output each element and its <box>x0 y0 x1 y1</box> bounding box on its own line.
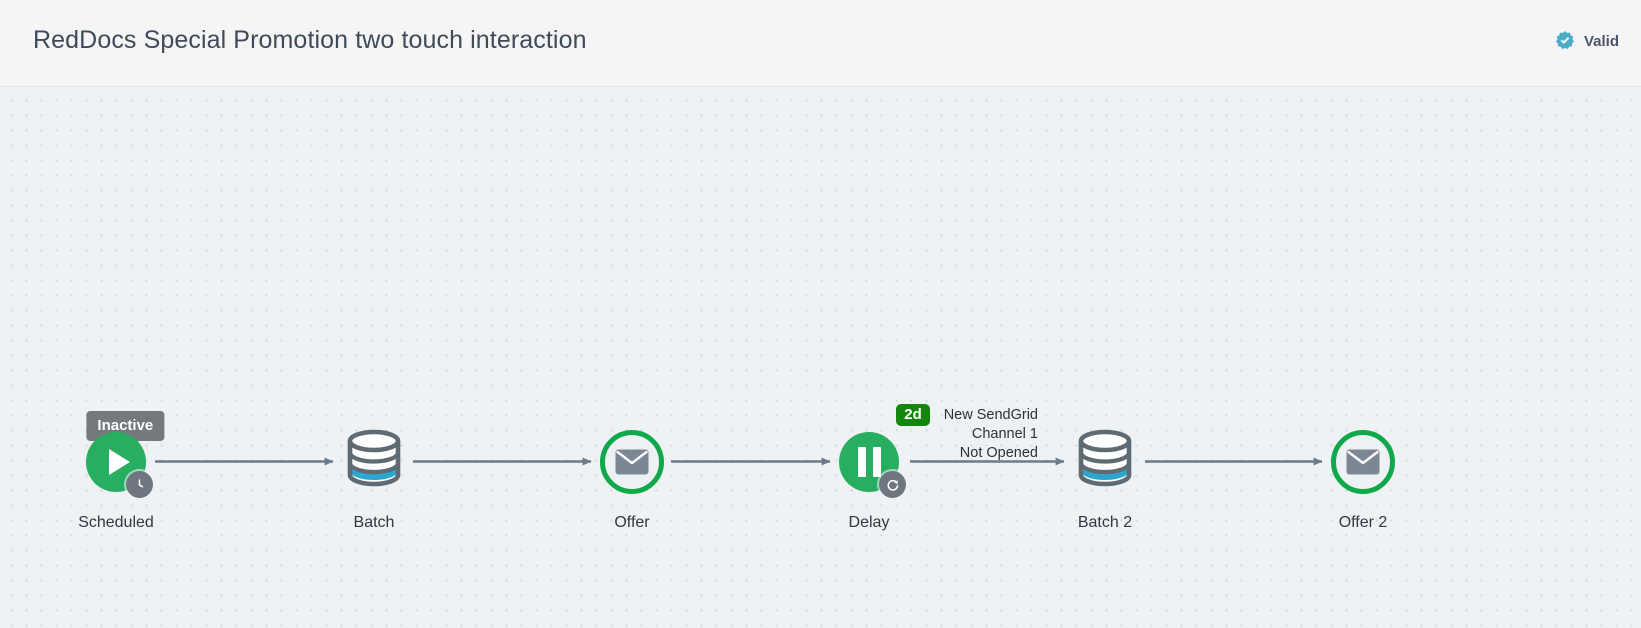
header-bar: RedDocs Special Promotion two touch inte… <box>0 0 1641 87</box>
verified-badge-icon <box>1554 30 1576 52</box>
node-scheduled-label: Scheduled <box>78 514 154 531</box>
node-delay[interactable]: 2d Delay <box>789 404 949 532</box>
clock-icon <box>126 471 153 498</box>
node-batch-2-icon-wrap[interactable] <box>1070 427 1140 497</box>
node-batch-icon-wrap[interactable] <box>339 427 409 497</box>
validity-label: Valid <box>1583 32 1619 50</box>
node-batch[interactable]: Batch <box>294 427 454 532</box>
edge-layer <box>155 457 1323 466</box>
node-batch-label: Batch <box>353 514 395 531</box>
envelope-icon <box>1346 449 1380 475</box>
node-batch-2[interactable]: Batch 2 <box>1025 427 1185 532</box>
node-offer[interactable]: Offer <box>552 427 712 532</box>
edge-label-delay-batch2: New SendGrid Channel 1 Not Opened <box>944 406 1038 463</box>
pause-icon <box>839 432 899 492</box>
node-offer-2-icon-wrap[interactable] <box>1328 427 1398 497</box>
node-offer-icon-wrap[interactable] <box>597 427 667 497</box>
node-batch-2-label: Batch 2 <box>1077 514 1133 531</box>
flow-canvas[interactable]: New SendGrid Channel 1 Not Opened Inacti… <box>0 87 1641 628</box>
node-delay-label: Delay <box>848 514 890 531</box>
node-offer-2-label: Offer 2 <box>1338 514 1388 531</box>
status-badge: Valid <box>1554 30 1619 52</box>
offer-2-ring <box>1331 430 1395 494</box>
edge-label-line-2: Channel 1 <box>971 426 1038 442</box>
database-icon <box>1078 429 1132 487</box>
page-title: RedDocs Special Promotion two touch inte… <box>33 26 587 54</box>
offer-ring <box>600 430 664 494</box>
edge-label-line-3: Not Opened <box>959 445 1038 461</box>
pause-bars-icon <box>857 447 881 477</box>
play-triangle-icon <box>108 449 130 475</box>
database-icon <box>347 429 401 487</box>
edge-label-line-1: New SendGrid <box>943 407 1038 423</box>
node-offer-label: Offer <box>614 514 650 531</box>
delay-duration-chip[interactable]: 2d <box>896 404 930 426</box>
refresh-icon <box>879 471 906 498</box>
envelope-icon <box>615 449 649 475</box>
node-delay-icon-wrap[interactable]: 2d <box>834 404 930 498</box>
node-scheduled-icon-wrap[interactable]: Inactive <box>81 411 165 498</box>
node-scheduled[interactable]: Inactive Scheduled <box>36 411 196 532</box>
node-offer-2[interactable]: Offer 2 <box>1283 427 1443 532</box>
